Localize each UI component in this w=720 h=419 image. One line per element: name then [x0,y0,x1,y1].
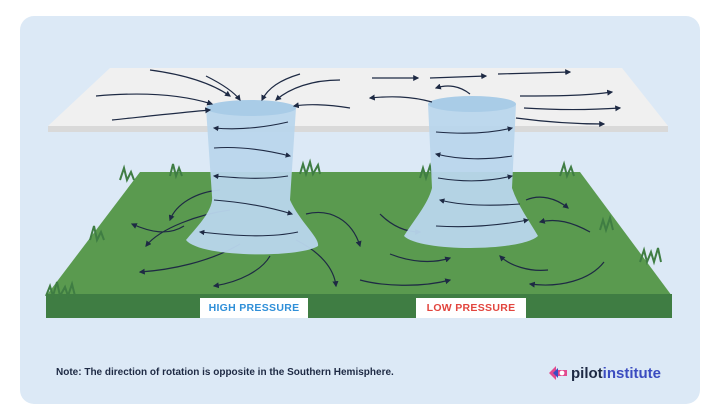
hemisphere-note: Note: The direction of rotation is oppos… [56,367,394,378]
ground-side [46,294,672,318]
brand-name-institute: institute [602,364,661,382]
upper-plane [48,68,668,132]
upper-flow-high [95,69,351,121]
ground-top [46,172,672,296]
low-pressure-label: LOW PRESSURE [416,298,526,318]
brand-name-pilot: pilot [571,364,603,382]
high-pressure-column [186,100,319,255]
high-pressure-label: HIGH PRESSURE [200,298,308,318]
low-pressure-column [404,96,538,248]
pilot-institute-logo-icon [549,366,567,380]
grass-tufts [45,158,662,300]
ground [45,158,672,318]
upper-flow-low [368,69,622,127]
